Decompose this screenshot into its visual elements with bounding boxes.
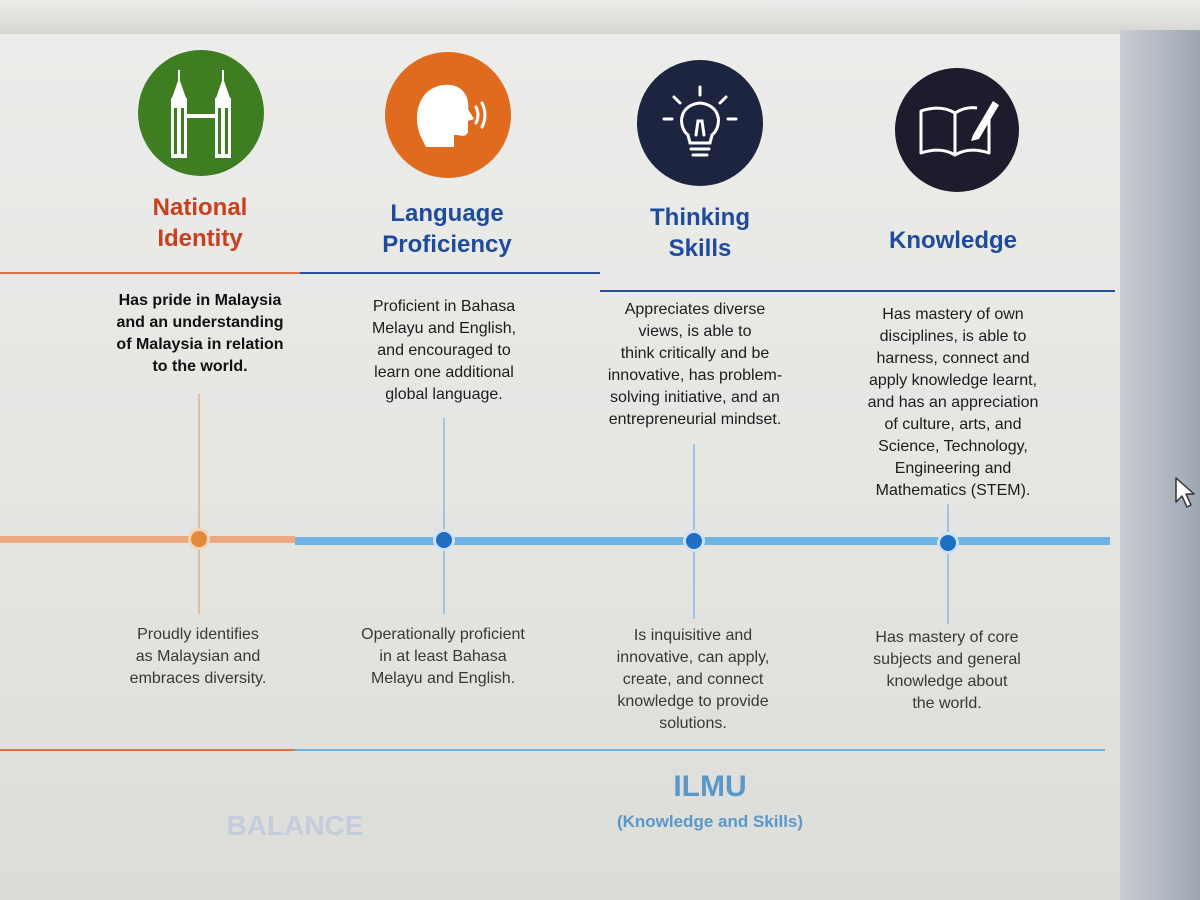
desc-line: to the world. <box>152 358 248 375</box>
knowledge-title: Knowledge <box>843 225 1063 256</box>
connector-language <box>443 418 445 614</box>
thinking-skills-circle <box>637 60 763 186</box>
desc-line: think critically and be <box>620 345 770 362</box>
sub-line: in at least Bahasa <box>379 648 507 665</box>
sub-line: knowledge to provide <box>617 693 769 710</box>
connector-knowledge <box>947 504 949 624</box>
timeline-balance <box>0 536 295 543</box>
desc-line: Appreciates diverse <box>624 301 766 318</box>
desc-line: Melayu and English, <box>371 320 517 337</box>
sub-line: Is inquisitive and <box>633 627 753 644</box>
national-identity-sub: Proudly identifies as Malaysian and embr… <box>88 624 308 690</box>
desc-line: Science, Technology, <box>878 438 1028 455</box>
sub-line: create, and connect <box>622 671 764 688</box>
mouse-cursor-icon <box>1175 477 1195 508</box>
connector-national-identity <box>198 394 200 614</box>
desc-line: Has mastery of own <box>882 306 1024 323</box>
thinking-skills-description: Appreciates diverse views, is able to th… <box>580 299 810 431</box>
thinking-skills-sub: Is inquisitive and innovative, can apply… <box>583 625 803 735</box>
knowledge-sub: Has mastery of core subjects and general… <box>837 627 1057 715</box>
screen-edge <box>1120 30 1200 900</box>
desc-line: Proficient in Bahasa <box>372 298 516 315</box>
ilmu-bottom-line <box>295 749 1105 751</box>
desc-line: of culture, arts, and <box>884 416 1022 433</box>
title-line: Language <box>390 200 504 227</box>
desc-line: views, is able to <box>638 323 752 340</box>
window-top-strip <box>0 0 1200 40</box>
timeline-node-knowledge <box>937 532 959 554</box>
ilmu-top-line <box>300 272 600 274</box>
title-line: Knowledge <box>888 227 1017 254</box>
sub-line: solutions. <box>659 715 727 732</box>
knowledge-description: Has mastery of own disciplines, is able … <box>838 304 1068 502</box>
desc-line: harness, connect and <box>876 350 1030 367</box>
ilmu-sublabel: (Knowledge and Skills) <box>616 812 804 831</box>
desc-line: Has pride in Malaysia <box>118 292 282 309</box>
title-line: Skills <box>668 235 732 262</box>
speaking-head-icon <box>417 84 487 147</box>
infographic-panel: National Identity Has pride in Malaysia … <box>0 34 1120 900</box>
timeline-node-language <box>433 529 455 551</box>
thinking-skills-title: Thinking Skills <box>590 202 810 264</box>
timeline-node-national-identity <box>188 528 210 550</box>
balance-label: BALANCE <box>226 810 364 841</box>
title-line: National <box>152 194 248 221</box>
sub-line: knowledge about <box>886 673 1008 690</box>
timeline-node-thinking <box>683 530 705 552</box>
desc-line: innovative, has problem- <box>607 367 783 384</box>
desc-line: learn one additional <box>374 364 514 381</box>
sub-line: subjects and general <box>873 651 1021 668</box>
desc-line: Engineering and <box>894 460 1012 477</box>
language-proficiency-circle <box>385 52 511 178</box>
desc-line: entrepreneurial mindset. <box>608 411 782 428</box>
language-proficiency-sub: Operationally proficient in at least Bah… <box>333 624 553 690</box>
national-identity-description: Has pride in Malaysia and an understandi… <box>85 290 315 378</box>
desc-line: Mathematics (STEM). <box>875 482 1031 499</box>
desc-line: disciplines, is able to <box>879 328 1027 345</box>
desc-line: solving initiative, and an <box>610 389 780 406</box>
ilmu-top-line-2 <box>600 290 1115 292</box>
sub-line: Melayu and English. <box>370 670 516 687</box>
desc-line: global language. <box>385 386 503 403</box>
title-line: Thinking <box>650 204 750 231</box>
title-line: Identity <box>157 225 243 252</box>
desc-line: and has an appreciation <box>867 394 1039 411</box>
sub-line: innovative, can apply, <box>616 649 770 666</box>
lightbulb-icon <box>662 85 738 157</box>
national-identity-circle <box>138 50 264 176</box>
sub-line: Has mastery of core <box>875 629 1019 646</box>
sub-line: the world. <box>912 695 982 712</box>
title-line: Proficiency <box>382 231 512 258</box>
desc-line: and an understanding <box>116 314 284 331</box>
desc-line: of Malaysia in relation <box>116 336 284 353</box>
language-proficiency-description: Proficient in Bahasa Melayu and English,… <box>329 296 559 406</box>
balance-top-line <box>0 272 300 274</box>
twin-towers-icon <box>171 70 231 158</box>
language-proficiency-title: Language Proficiency <box>337 198 557 260</box>
sub-line: Operationally proficient <box>361 626 525 643</box>
desc-line: and encouraged to <box>377 342 511 359</box>
ilmu-label: ILMU <box>673 770 747 803</box>
sub-line: Proudly identifies <box>137 626 259 643</box>
sub-line: embraces diversity. <box>129 670 267 687</box>
knowledge-circle <box>895 68 1019 192</box>
desc-line: apply knowledge learnt, <box>868 372 1038 389</box>
sub-line: as Malaysian and <box>135 648 261 665</box>
open-book-pen-icon <box>919 101 999 157</box>
balance-bottom-line <box>0 749 295 751</box>
national-identity-title: National Identity <box>90 192 310 254</box>
